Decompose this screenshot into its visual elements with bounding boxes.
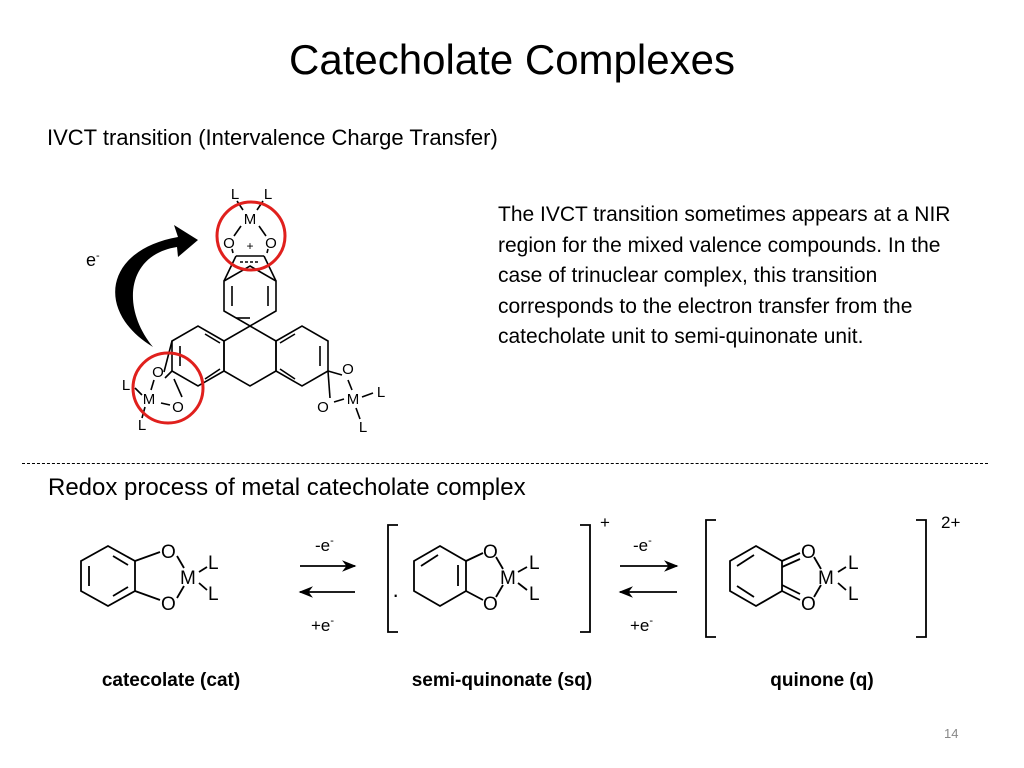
right-oxygen-top: O: [342, 361, 354, 378]
cat-caption: catecolate (cat): [102, 670, 240, 691]
q-oxygen-bottom: O: [801, 594, 816, 615]
cat-highlight-circle: [131, 351, 205, 425]
slide-title: Catecholate Complexes: [289, 36, 735, 83]
q-oxygen-top: O: [801, 542, 816, 563]
top-oxygen-right: O: [265, 235, 277, 252]
q-ring: [729, 544, 783, 608]
q-ligand-bottom: L: [848, 584, 859, 605]
top-ligand-right: L: [264, 186, 272, 203]
arrow1-minus-e-label: -e-: [315, 535, 334, 555]
cat-ligand-bottom: L: [208, 584, 219, 605]
sq-oxygen-top: O: [483, 542, 498, 563]
sq-oxygen-bottom: O: [483, 594, 498, 615]
arrow1-plus-e-label: +e-: [311, 615, 334, 635]
cat-ligand-top: L: [208, 553, 219, 574]
sq-ligand-top: L: [529, 553, 540, 574]
right-ligand-bottom: L: [359, 419, 367, 436]
q-metal: M: [818, 568, 834, 589]
top-oxygen-left: O: [223, 235, 235, 252]
cat-oxygen-bottom: O: [161, 594, 176, 615]
section-divider: [22, 463, 988, 464]
left-oxygen-bottom: O: [172, 399, 184, 416]
top-plus-charge: +: [246, 239, 253, 253]
q-ligand-top: L: [848, 553, 859, 574]
sq-charge: +: [600, 513, 610, 532]
q-charge: 2+: [941, 513, 960, 532]
sq-highlight-circle: [215, 200, 287, 272]
right-ligand-top: L: [377, 384, 385, 401]
cat-oxygen-top: O: [161, 542, 176, 563]
top-ligand-left: L: [231, 186, 239, 203]
arrow2-minus-e-label: -e-: [633, 535, 652, 555]
left-ligand-top: L: [122, 377, 130, 394]
left-metal: M: [143, 391, 156, 408]
radical-dot: ·: [392, 582, 399, 607]
page-number: 14: [944, 726, 959, 741]
sq-metal: M: [500, 568, 516, 589]
left-ligand-bottom: L: [138, 417, 146, 434]
sq-ligand-bottom: L: [529, 584, 540, 605]
ivct-description: The IVCT transition sometimes appears at…: [498, 203, 951, 348]
right-oxygen-bottom: O: [317, 399, 329, 416]
sq-caption: semi-quinonate (sq): [412, 670, 593, 691]
electron-transfer-arrow: [115, 225, 198, 347]
arrow2-plus-e-label: +e-: [630, 615, 653, 635]
left-oxygen-top: O: [152, 364, 164, 381]
electron-label: e-: [86, 250, 100, 270]
q-caption: quinone (q): [770, 670, 873, 691]
redox-heading: Redox process of metal catecholate compl…: [48, 474, 526, 501]
ivct-subtitle: IVCT transition (Intervalence Charge Tra…: [47, 125, 498, 150]
right-metal: M: [347, 391, 360, 408]
cat-metal: M: [180, 568, 196, 589]
top-metal: M: [244, 211, 257, 228]
